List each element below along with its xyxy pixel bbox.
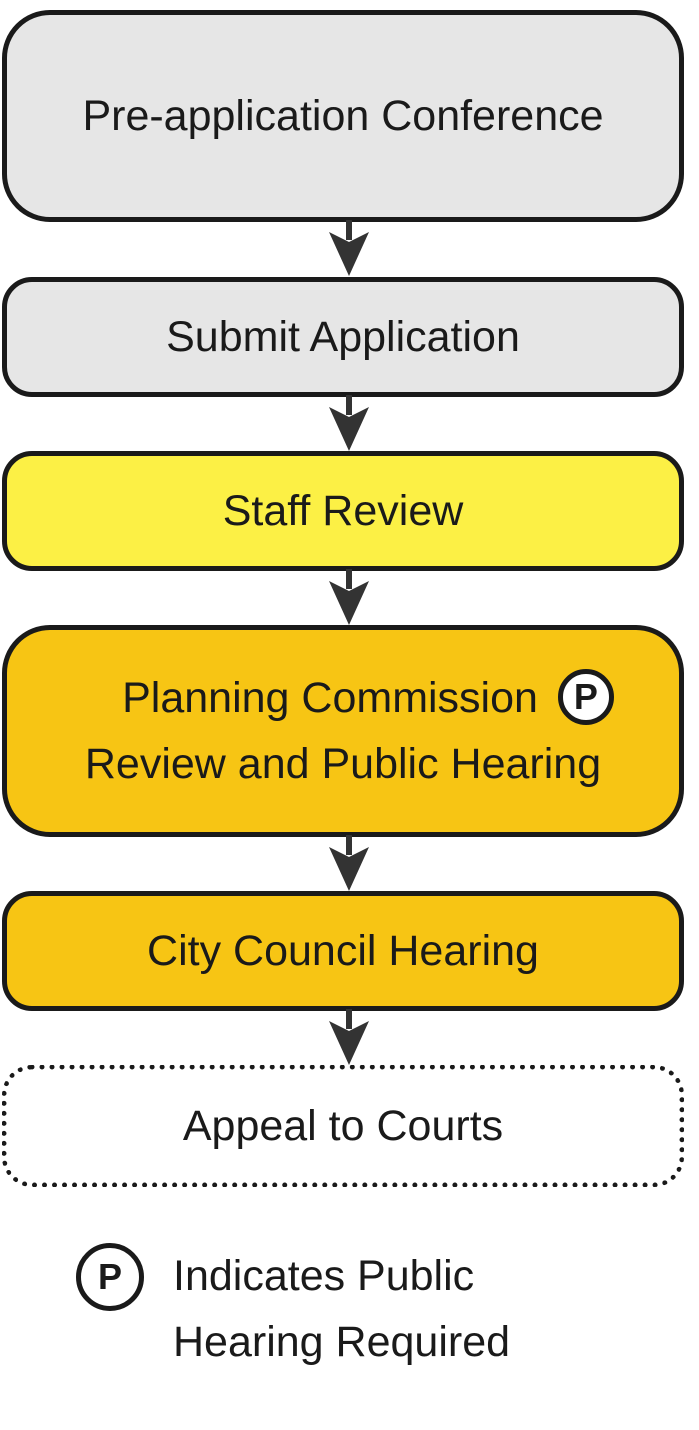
step-planning-commission: Planning Commission P Review and Public …	[2, 625, 684, 837]
step-label: City Council Hearing	[147, 927, 539, 975]
step-label: Pre-application Conference	[82, 92, 604, 140]
step-label-line2: Review and Public Hearing	[84, 740, 602, 788]
arrow-down-icon	[329, 835, 369, 891]
arrow-down-icon	[329, 569, 369, 625]
legend-line2: Hearing Required	[173, 1318, 511, 1366]
legend-text: Indicates Public Hearing Required	[173, 1243, 510, 1375]
arrow-down-icon	[329, 220, 369, 276]
step-city-council-hearing: City Council Hearing	[2, 891, 684, 1011]
public-hearing-badge-icon: P	[557, 668, 614, 725]
step-label: Staff Review	[222, 487, 464, 535]
legend-line1: Indicates Public	[173, 1252, 475, 1300]
arrow-down-icon	[329, 1009, 369, 1065]
step-label: Appeal to Courts	[182, 1102, 504, 1150]
arrow-down-icon	[329, 395, 369, 451]
step-appeal-to-courts: Appeal to Courts	[2, 1065, 684, 1187]
legend-public-hearing-icon: P	[76, 1243, 144, 1311]
step-submit-application: Submit Application	[2, 277, 684, 397]
step-staff-review: Staff Review	[2, 451, 684, 571]
step-pre-application-conference: Pre-application Conference	[2, 10, 684, 222]
step-label-line1: Planning Commission	[122, 674, 538, 722]
step-label: Submit Application	[166, 313, 520, 361]
